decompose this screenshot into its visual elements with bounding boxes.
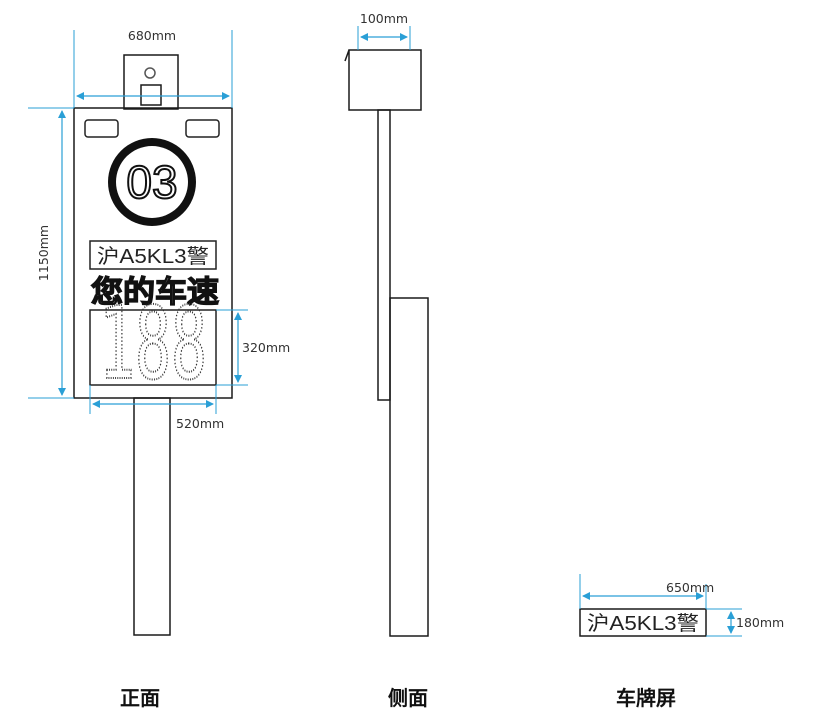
right-strobe-light: [185, 119, 220, 138]
plate-screen-dimensions: 650mm 180mm: [579, 574, 784, 637]
front-dimensions: 680mm 1150mm 320mm 520mm: [28, 28, 290, 431]
digit-width-label: 520mm: [176, 416, 224, 431]
side-camera-housing: [344, 49, 422, 111]
front-plate-text: 沪A5KL3警: [97, 245, 209, 268]
camera-mount: [140, 84, 162, 106]
plate-width-label: 650mm: [666, 580, 714, 595]
plate-screen-panel: [579, 608, 707, 637]
plate-screen-caption: 车牌屏: [616, 686, 676, 710]
front-width-label: 680mm: [128, 28, 176, 43]
front-view: 03 沪A5KL3警 您的车速 188: [73, 54, 233, 636]
side-depth-label: 100mm: [360, 11, 408, 26]
speed-digit-display: [89, 309, 217, 386]
side-view: [344, 49, 429, 637]
front-caption: 正面: [120, 686, 160, 710]
front-height-label: 1150mm: [36, 225, 51, 281]
speed-limit-face: [116, 146, 188, 218]
side-sign-edge: [377, 109, 391, 401]
side-pole: [389, 297, 429, 637]
digit-height-label: 320mm: [242, 340, 290, 355]
plate-height-label: 180mm: [736, 615, 784, 630]
camera-housing: [123, 54, 179, 110]
front-pole: [133, 397, 171, 636]
left-strobe-light: [84, 119, 119, 138]
plate-screen-text: 沪A5KL3警: [587, 612, 699, 635]
front-plate-display: [89, 240, 217, 270]
speed-limit-value: 03: [126, 156, 177, 208]
side-caption: 侧面: [388, 686, 428, 710]
speed-digits: 188: [99, 285, 207, 402]
camera-lens-icon: [144, 67, 156, 79]
your-speed-label: 您的车速: [91, 275, 219, 310]
side-dimensions: 100mm: [357, 11, 411, 50]
plate-screen-view: 沪A5KL3警: [579, 608, 707, 637]
